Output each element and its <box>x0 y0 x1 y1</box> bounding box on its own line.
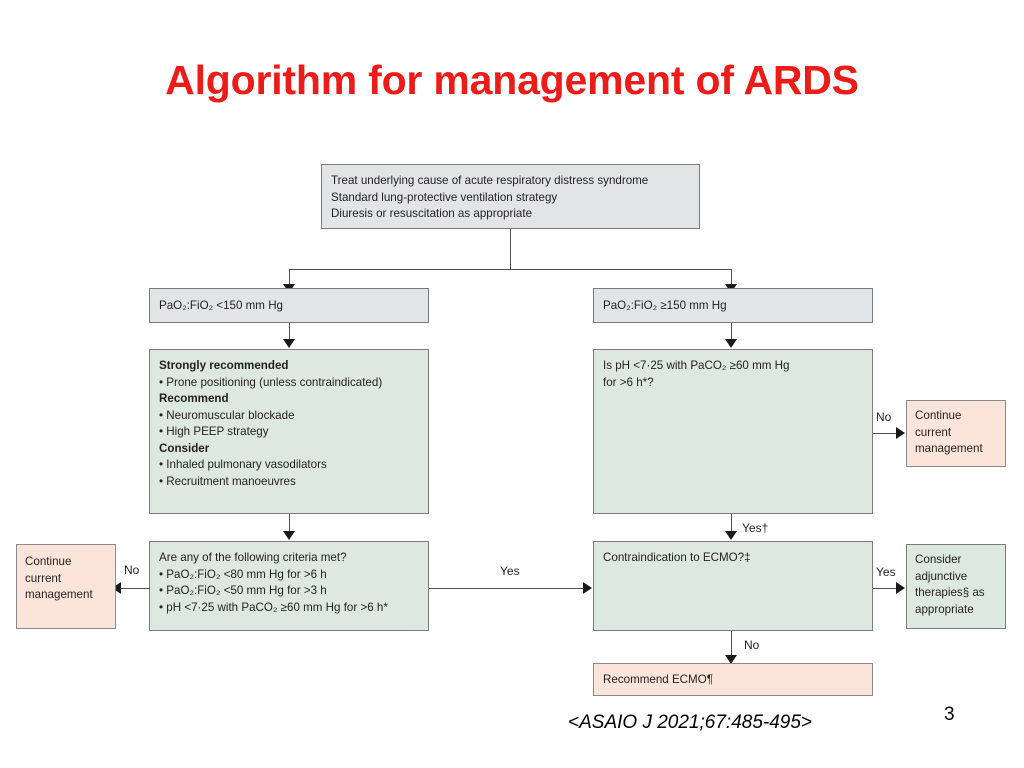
start-box: Treat underlying cause of acute respirat… <box>321 164 700 229</box>
edge-label-ecmo-no: No <box>744 638 760 652</box>
arrow-to-criteria-box <box>283 531 295 540</box>
recommend-ecmo-box: Recommend ECMO¶ <box>593 663 873 696</box>
adjunctive-line4: appropriate <box>915 602 974 616</box>
continue-left-line1: Continue <box>25 555 72 568</box>
arrow-ph-no <box>896 427 905 439</box>
arrow-ecmo-no <box>725 655 737 664</box>
start-box-line3: Diuresis or resuscitation as appropriate <box>331 207 533 220</box>
arrow-ecmo-yes <box>896 582 905 594</box>
continue-current-management-left-box: Continue current management <box>16 544 116 629</box>
left-therapy-box: Strongly recommended • Prone positioning… <box>149 349 429 514</box>
edge-label-ecmo-yes: Yes <box>876 565 896 579</box>
citation: <ASAIO J 2021;67:485-495> <box>568 712 813 733</box>
ph-question-line1: Is pH <7·25 with PaCO₂ ≥60 mm Hg <box>603 359 790 372</box>
start-box-line1: Treat underlying cause of acute respirat… <box>331 174 649 187</box>
right-branch-header-text: PaO₂:FiO₂ ≥150 mm Hg <box>603 299 727 312</box>
ecmo-contraindication-text: Contraindication to ECMO?‡ <box>603 551 751 564</box>
ph-question-box: Is pH <7·25 with PaCO₂ ≥60 mm Hg for >6 … <box>593 349 873 514</box>
connector-start-down <box>510 229 512 270</box>
left-branch-header-box: PaO₂:FiO₂ <150 mm Hg <box>149 288 429 323</box>
connector-criteria-no <box>121 588 150 590</box>
arrow-criteria-no <box>112 582 121 594</box>
therapy-heading-strongly-recommended: Strongly recommended <box>159 359 289 372</box>
connector-right-down <box>731 269 733 286</box>
connector-therapy-to-criteria <box>289 514 291 532</box>
criteria-box: Are any of the following criteria met? •… <box>149 541 429 631</box>
right-branch-header-box: PaO₂:FiO₂ ≥150 mm Hg <box>593 288 873 323</box>
continue-left-line3: management <box>25 588 93 601</box>
connector-split-horizontal <box>289 269 732 271</box>
page-number: 3 <box>944 704 955 725</box>
connector-left-down <box>289 269 291 286</box>
continue-left-line2: current <box>25 571 62 585</box>
continue-right-line2: current <box>915 425 952 439</box>
edge-label-criteria-yes: Yes <box>500 564 520 578</box>
therapy-item-neuromuscular-blockade: • Neuromuscular blockade <box>159 408 295 422</box>
continue-right-line3: management <box>915 442 983 455</box>
adjunctive-therapies-box: Consider adjunctive therapies§ as approp… <box>906 544 1006 629</box>
continue-right-line1: Continue <box>915 409 962 422</box>
edge-label-ph-no: No <box>876 410 892 424</box>
ecmo-contraindication-box: Contraindication to ECMO?‡ <box>593 541 873 631</box>
arrow-to-left-therapy <box>283 339 295 348</box>
arrow-ph-yes <box>725 531 737 540</box>
therapy-heading-recommend: Recommend <box>159 392 229 405</box>
recommend-ecmo-text: Recommend ECMO¶ <box>603 673 713 686</box>
therapy-item-vasodilators: • Inhaled pulmonary vasodilators <box>159 458 327 471</box>
criteria-item-pf-80: • PaO₂:FiO₂ <80 mm Hg for >6 h <box>159 567 327 581</box>
adjunctive-line2: adjunctive <box>915 569 968 583</box>
adjunctive-line1: Consider <box>915 553 962 566</box>
connector-ph-no <box>873 433 903 435</box>
criteria-item-pf-50: • PaO₂:FiO₂ <50 mm Hg for >3 h <box>159 584 327 597</box>
therapy-heading-consider: Consider <box>159 441 210 455</box>
page-title: Algorithm for management of ARDS <box>165 57 859 103</box>
connector-right-header-down <box>731 323 733 341</box>
connector-ph-yes <box>731 514 733 532</box>
continue-current-management-right-box: Continue current management <box>906 400 1006 467</box>
edge-label-criteria-no: No <box>124 563 140 577</box>
left-branch-header-text: PaO₂:FiO₂ <150 mm Hg <box>159 299 284 312</box>
arrow-to-right-ph <box>725 339 737 348</box>
edge-label-ph-yes: Yes† <box>742 521 769 535</box>
connector-left-header-down <box>289 323 291 341</box>
connector-ecmo-no <box>731 631 733 657</box>
therapy-item-high-peep: • High PEEP strategy <box>159 425 269 438</box>
ph-question-line2: for >6 h*? <box>603 375 654 389</box>
arrow-criteria-yes <box>583 582 592 594</box>
start-box-line2: Standard lung-protective ventilation str… <box>331 190 558 204</box>
adjunctive-line3: therapies§ as <box>915 586 985 599</box>
connector-criteria-yes <box>429 588 584 590</box>
therapy-item-prone-positioning: • Prone positioning (unless contraindica… <box>159 375 383 389</box>
criteria-question: Are any of the following criteria met? <box>159 551 347 564</box>
criteria-item-ph: • pH <7·25 with PaCO₂ ≥60 mm Hg for >6 h… <box>159 600 388 614</box>
therapy-item-recruitment-manoeuvres: • Recruitment manoeuvres <box>159 474 296 488</box>
connector-ecmo-yes <box>873 588 903 590</box>
